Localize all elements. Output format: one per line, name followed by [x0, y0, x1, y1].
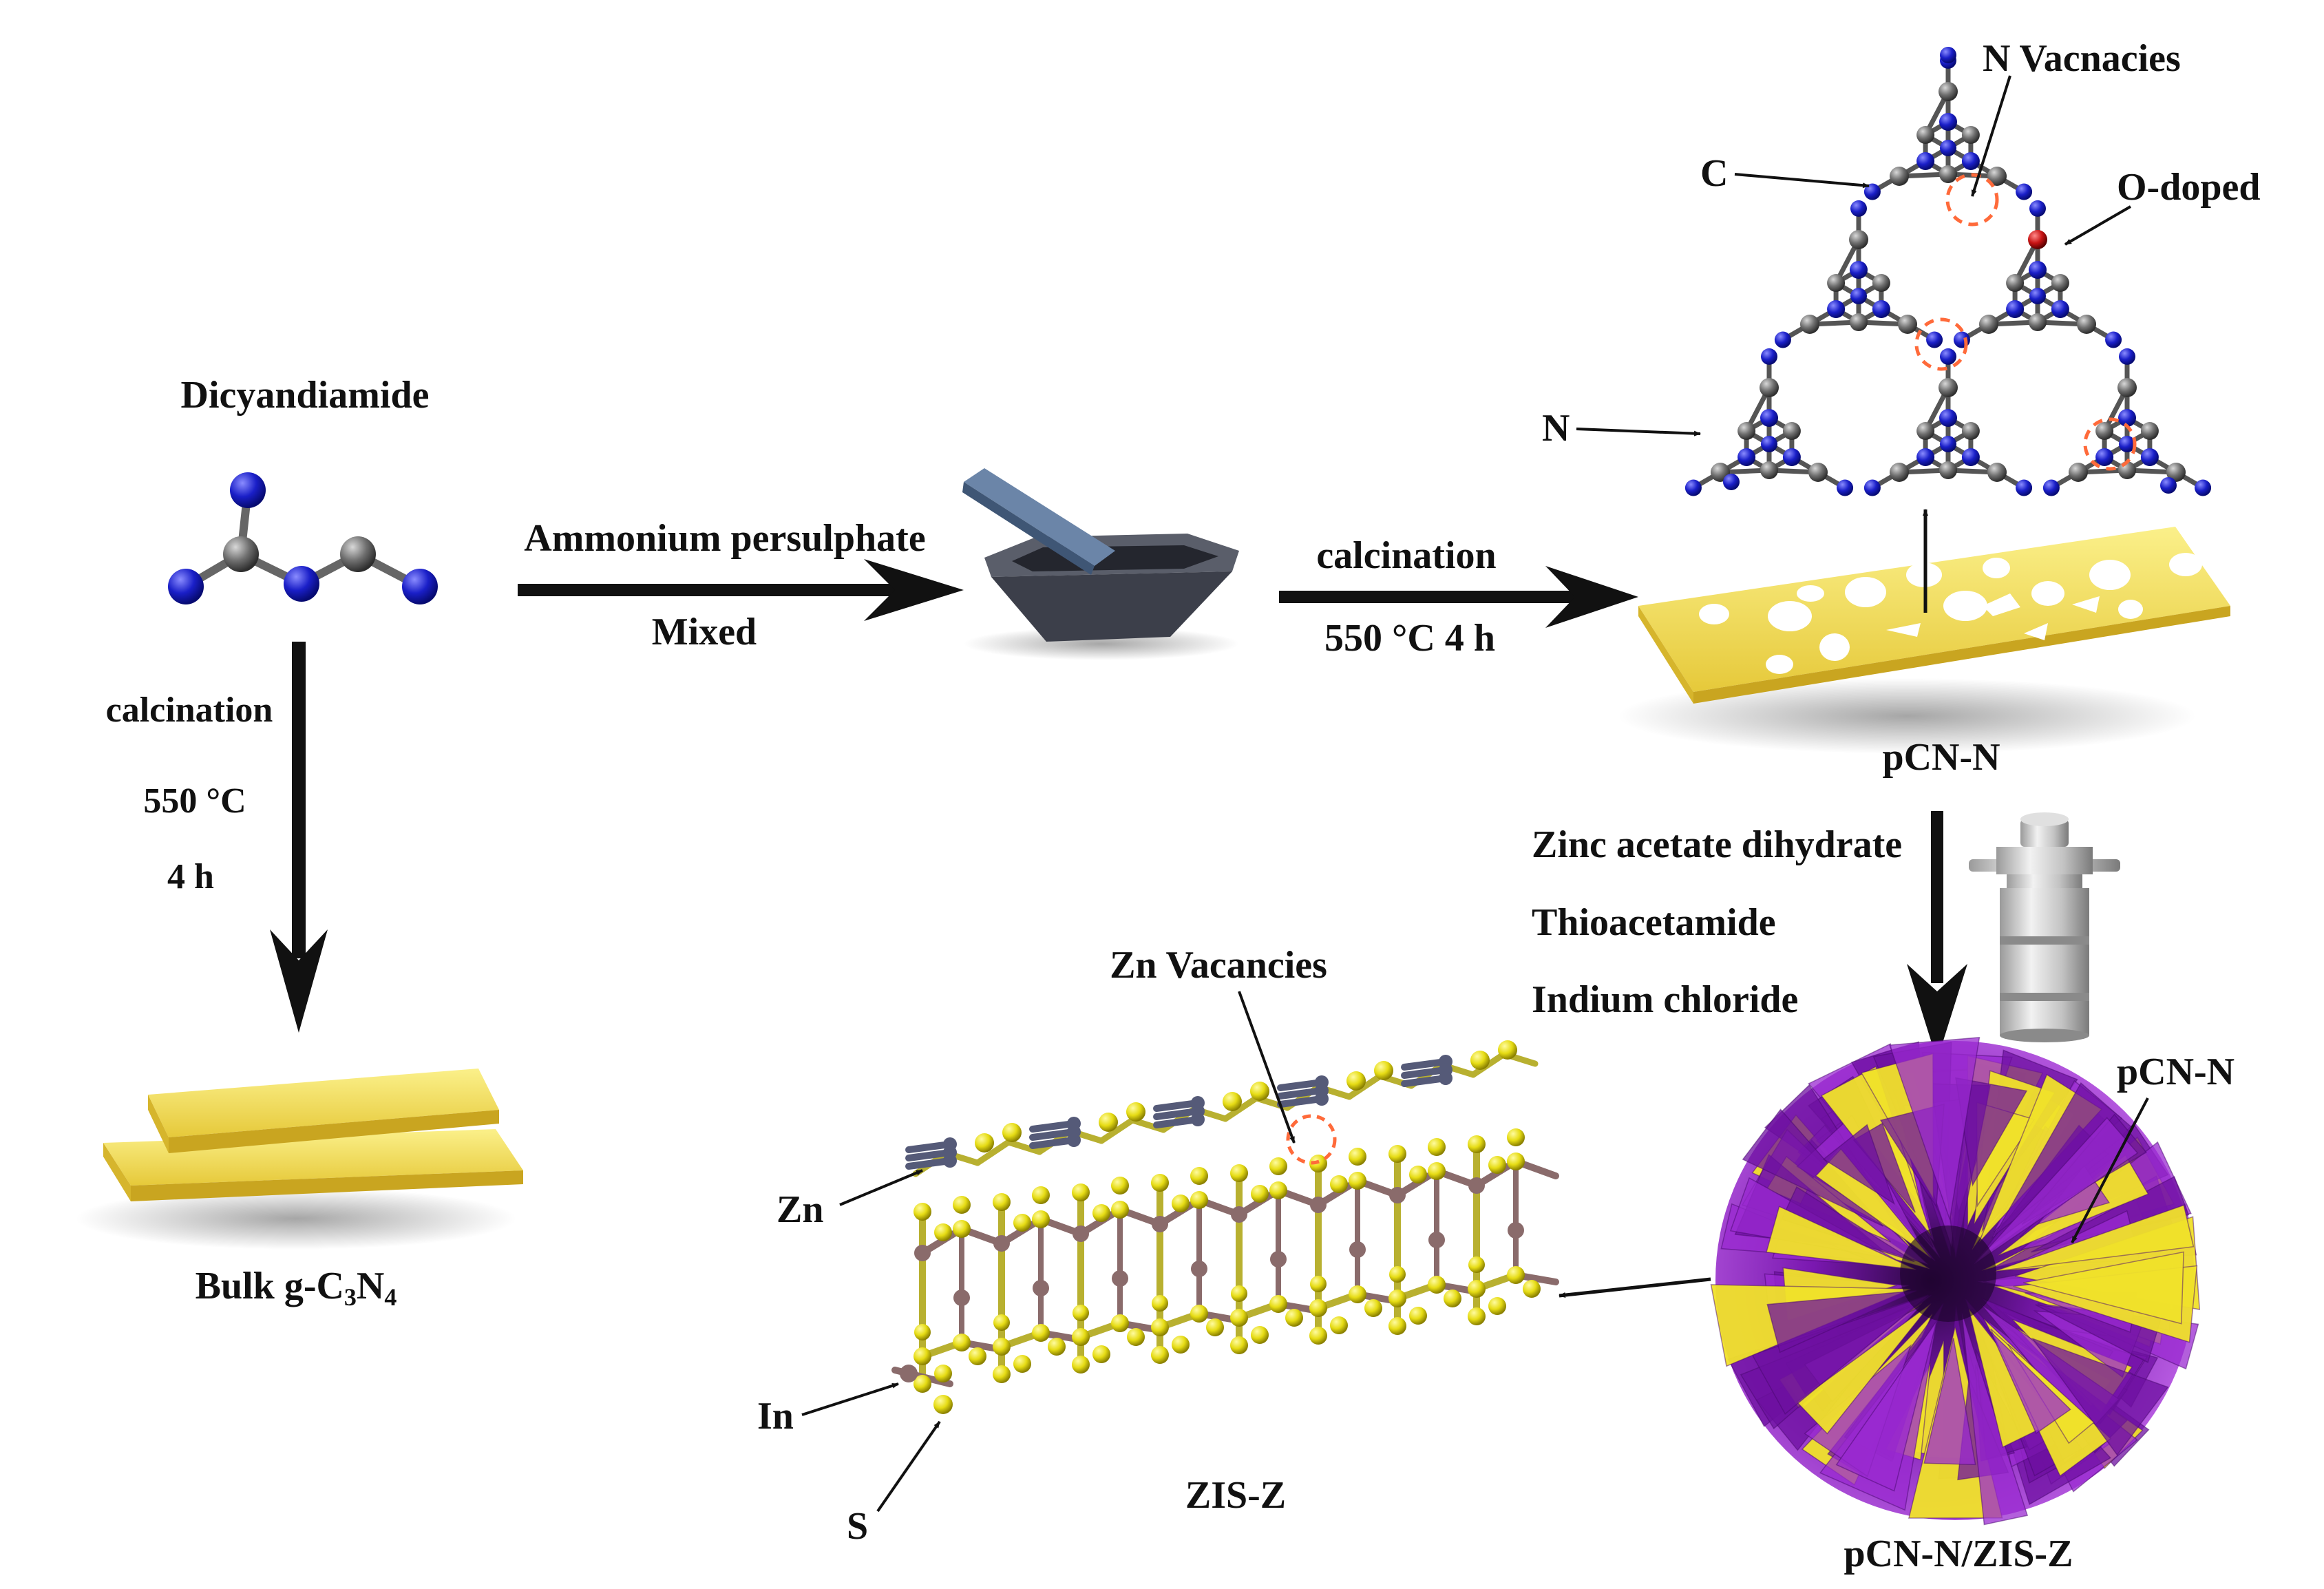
- calcination-label: calcination: [1316, 534, 1496, 577]
- pcn-sheet: [1618, 527, 2230, 754]
- sphere-pcn-arrow: [2071, 1097, 2149, 1243]
- n-vacancies-arrow: [1971, 75, 2011, 197]
- bulk-gcn-sheets: [76, 1069, 523, 1250]
- o-doped-label: O-doped: [2117, 166, 2261, 209]
- left-temperature-label: 550 °C: [143, 781, 246, 821]
- zn-label: Zn: [777, 1188, 824, 1231]
- s-label: S: [847, 1505, 868, 1548]
- o-doped-arrow: [2064, 205, 2132, 246]
- hydrothermal-arrow: [1907, 811, 1967, 1060]
- autoclave-icon: [1969, 812, 2120, 1042]
- pcn-zis-flower-sphere: [1710, 1036, 2201, 1526]
- calcination-arrow: [1279, 566, 1638, 628]
- left-time-label: 4 h: [167, 857, 214, 896]
- flower-to-zis-arrow: [1559, 1277, 1711, 1298]
- in-arrow: [801, 1382, 899, 1416]
- composite-label: pCN-N/ZIS-Z: [1844, 1533, 2073, 1575]
- in-label: In: [757, 1395, 794, 1438]
- calcination-conditions: 550 °C 4 h: [1324, 617, 1495, 660]
- c-label: C: [1700, 152, 1728, 195]
- precursor-thioacetamide: Thioacetamide: [1532, 901, 1776, 944]
- dicyandiamide-label: Dicyandiamide: [181, 374, 430, 417]
- s-arrow: [876, 1420, 941, 1513]
- zis-z-label: ZIS-Z: [1185, 1474, 1286, 1517]
- precursor-zinc-acetate: Zinc acetate dihydrate: [1532, 823, 1902, 866]
- zn-arrow: [839, 1169, 923, 1206]
- c-arrow: [1734, 173, 1870, 189]
- mortar-and-pestle: [962, 468, 1239, 660]
- n-label: N: [1542, 407, 1570, 450]
- left-calcination-label: calcination: [106, 691, 273, 730]
- pcn-molecular-structure: [1684, 47, 2212, 496]
- reagent-label: Ammonium persulphate: [524, 517, 925, 560]
- bulk-gcn-label: Bulk g-C3N4: [196, 1265, 397, 1311]
- zis-z-crystal-structure: [891, 1040, 1559, 1414]
- dicyandiamide-molecule: [168, 472, 438, 604]
- mix-arrow: [518, 559, 964, 621]
- down-arrow-left: [270, 642, 328, 1033]
- zn-vacancies-label: Zn Vacancies: [1110, 944, 1327, 987]
- precursor-indium-chloride: Indium chloride: [1532, 978, 1798, 1021]
- n-arrow: [1576, 428, 1701, 436]
- pcn-n-label: pCN-N: [1882, 736, 2000, 779]
- n-vacancies-label: N Vacnacies: [1983, 37, 2181, 80]
- sphere-pcn-n-label: pCN-N: [2117, 1051, 2235, 1093]
- zn-vacancies-arrow: [1238, 991, 1296, 1144]
- mixed-label: Mixed: [652, 611, 757, 653]
